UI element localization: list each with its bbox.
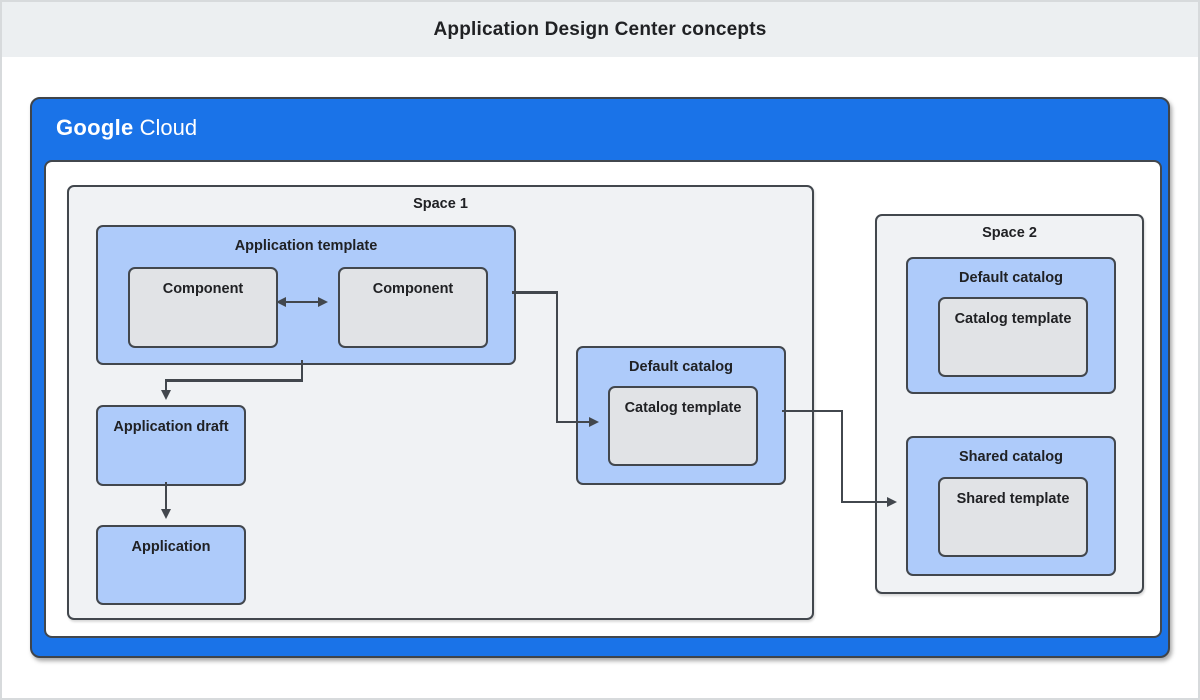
application-box: Application	[96, 525, 246, 605]
space1-catalog-template-label: Catalog template	[624, 400, 742, 416]
header-band: Application Design Center concepts	[2, 2, 1198, 57]
space1-default-catalog-box: Default catalog Catalog template	[576, 346, 786, 485]
arrow-down-icon	[160, 390, 171, 400]
space2-default-catalog-box: Default catalog Catalog template	[906, 257, 1116, 394]
component-right-label: Component	[372, 281, 454, 297]
application-draft-box: Application draft	[96, 405, 246, 486]
space2-catalog-template-label: Catalog template	[954, 311, 1072, 327]
application-template-label: Application template	[234, 238, 378, 254]
arrow-left-icon	[276, 296, 286, 307]
space2-box: Space 2 Default catalog Catalog template…	[875, 214, 1144, 594]
cloud-logo-text: Cloud	[139, 115, 198, 140]
arrow-right-icon	[318, 296, 328, 307]
shared-catalog-box: Shared catalog Shared template	[906, 436, 1116, 576]
connector-template-to-catalog-seg3	[555, 420, 591, 424]
connector-template-to-catalog-seg1	[512, 291, 558, 294]
diagram-canvas: Space 1 Application template Component C…	[44, 160, 1162, 638]
application-label: Application	[131, 539, 211, 555]
connector-template-to-draft-seg1	[300, 360, 304, 381]
arrow-down-icon	[160, 509, 171, 519]
page-title: Application Design Center concepts	[433, 18, 767, 40]
connector-template-to-draft-seg3	[164, 379, 168, 391]
space2-label: Space 2	[982, 225, 1037, 241]
component-box-left: Component	[128, 267, 278, 348]
shared-template-box: Shared template	[938, 477, 1088, 557]
component-bidirectional-connector	[285, 300, 319, 304]
component-box-right: Component	[338, 267, 488, 348]
application-draft-label: Application draft	[113, 419, 229, 435]
space2-catalog-template-box: Catalog template	[938, 297, 1088, 377]
connector-draft-to-application-seg	[164, 482, 168, 510]
space2-default-catalog-label: Default catalog	[959, 270, 1063, 286]
connector-catalog-to-shared-seg1	[782, 409, 843, 413]
arrow-right-icon	[589, 416, 599, 427]
connector-catalog-to-shared-seg3	[840, 500, 889, 504]
shared-catalog-label: Shared catalog	[959, 449, 1063, 465]
google-logo-text: Google	[56, 115, 134, 140]
connector-template-to-draft-seg2	[164, 379, 303, 382]
space1-default-catalog-label: Default catalog	[629, 359, 733, 375]
component-left-label: Component	[162, 281, 244, 297]
connector-template-to-catalog-seg2	[555, 291, 558, 423]
arrow-right-icon	[887, 496, 897, 507]
space1-box: Space 1 Application template Component C…	[67, 185, 814, 620]
application-template-box: Application template Component Component	[96, 225, 516, 365]
connector-catalog-to-shared-seg2	[840, 409, 843, 503]
space1-catalog-template-box: Catalog template	[608, 386, 758, 466]
shared-template-label: Shared template	[956, 491, 1070, 507]
space1-label: Space 1	[413, 196, 468, 212]
